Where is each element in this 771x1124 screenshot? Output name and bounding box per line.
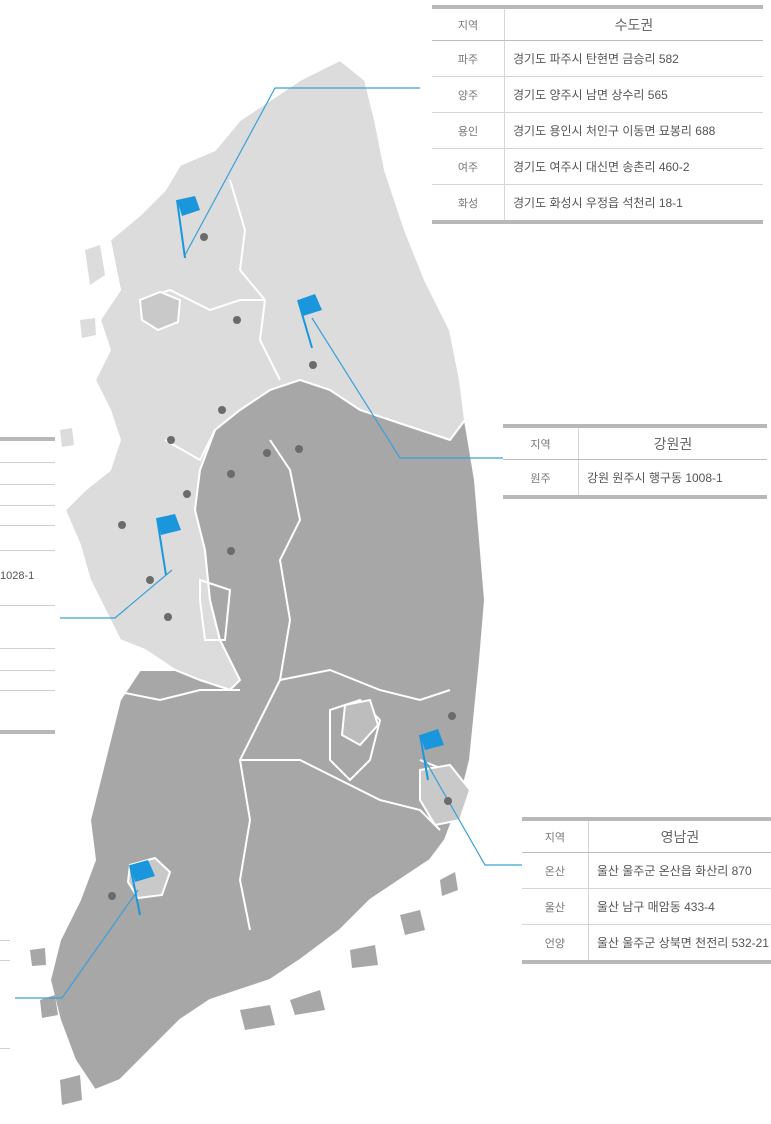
partial-address: 1028-1 [0, 570, 35, 582]
col-header-region: 지역 [503, 424, 579, 460]
region-address: 울산 남구 매암동 433-4 [588, 888, 771, 925]
region-name: 온산 [522, 852, 589, 889]
table-divider [0, 648, 55, 649]
region-name: 여주 [432, 148, 505, 185]
flag-icon [156, 514, 181, 576]
city-seoul [138, 290, 182, 332]
table-divider [0, 505, 55, 506]
province-borders [109, 179, 452, 931]
region-address: 경기도 화성시 우정읍 석천리 18-1 [504, 184, 763, 224]
flag-icon [297, 294, 322, 349]
table-divider [0, 484, 55, 485]
region-name: 울산 [522, 888, 589, 925]
site-markers [108, 233, 456, 900]
table-divider [0, 960, 10, 961]
table-divider [0, 605, 55, 606]
table-divider [0, 525, 55, 526]
col-header-region: 지역 [432, 5, 505, 41]
table-divider [0, 670, 55, 671]
region-address: 강원 원주시 행구동 1008-1 [578, 459, 767, 499]
flag-icon [129, 860, 155, 916]
region-name: 파주 [432, 40, 505, 77]
region-name: 원주 [503, 459, 579, 499]
islands-south [30, 872, 458, 1105]
col-header-area: 영남권 [588, 817, 771, 853]
region-name: 양주 [432, 76, 505, 113]
table-divider [0, 1048, 10, 1049]
col-header-area: 강원권 [578, 424, 767, 460]
flag-icon [419, 729, 444, 781]
table-border [0, 437, 55, 441]
region-name: 화성 [432, 184, 505, 224]
table-divider [0, 940, 10, 941]
col-header-region: 지역 [522, 817, 589, 853]
region-address: 경기도 양주시 남면 상수리 565 [504, 76, 763, 113]
region-address: 울산 울주군 온산읍 화산리 870 [588, 852, 771, 889]
flag-icon [176, 196, 200, 259]
col-header-area: 수도권 [504, 5, 763, 41]
region-address: 경기도 여주시 대신면 송촌리 460-2 [504, 148, 763, 185]
table-divider [0, 690, 55, 691]
table-divider [0, 550, 55, 551]
region-south-dark [48, 378, 487, 1092]
region-name: 용인 [432, 112, 505, 149]
table-divider [0, 462, 55, 463]
city-daegu [340, 698, 380, 747]
leader-lines [15, 87, 522, 999]
region-address: 울산 울주군 상북면 천전리 532-21 [588, 924, 771, 964]
region-address: 경기도 용인시 처인구 이동면 묘봉리 688 [504, 112, 763, 149]
region-name: 언양 [522, 924, 589, 964]
table-border [0, 730, 55, 734]
region-address: 경기도 파주시 탄현면 금승리 582 [504, 40, 763, 77]
